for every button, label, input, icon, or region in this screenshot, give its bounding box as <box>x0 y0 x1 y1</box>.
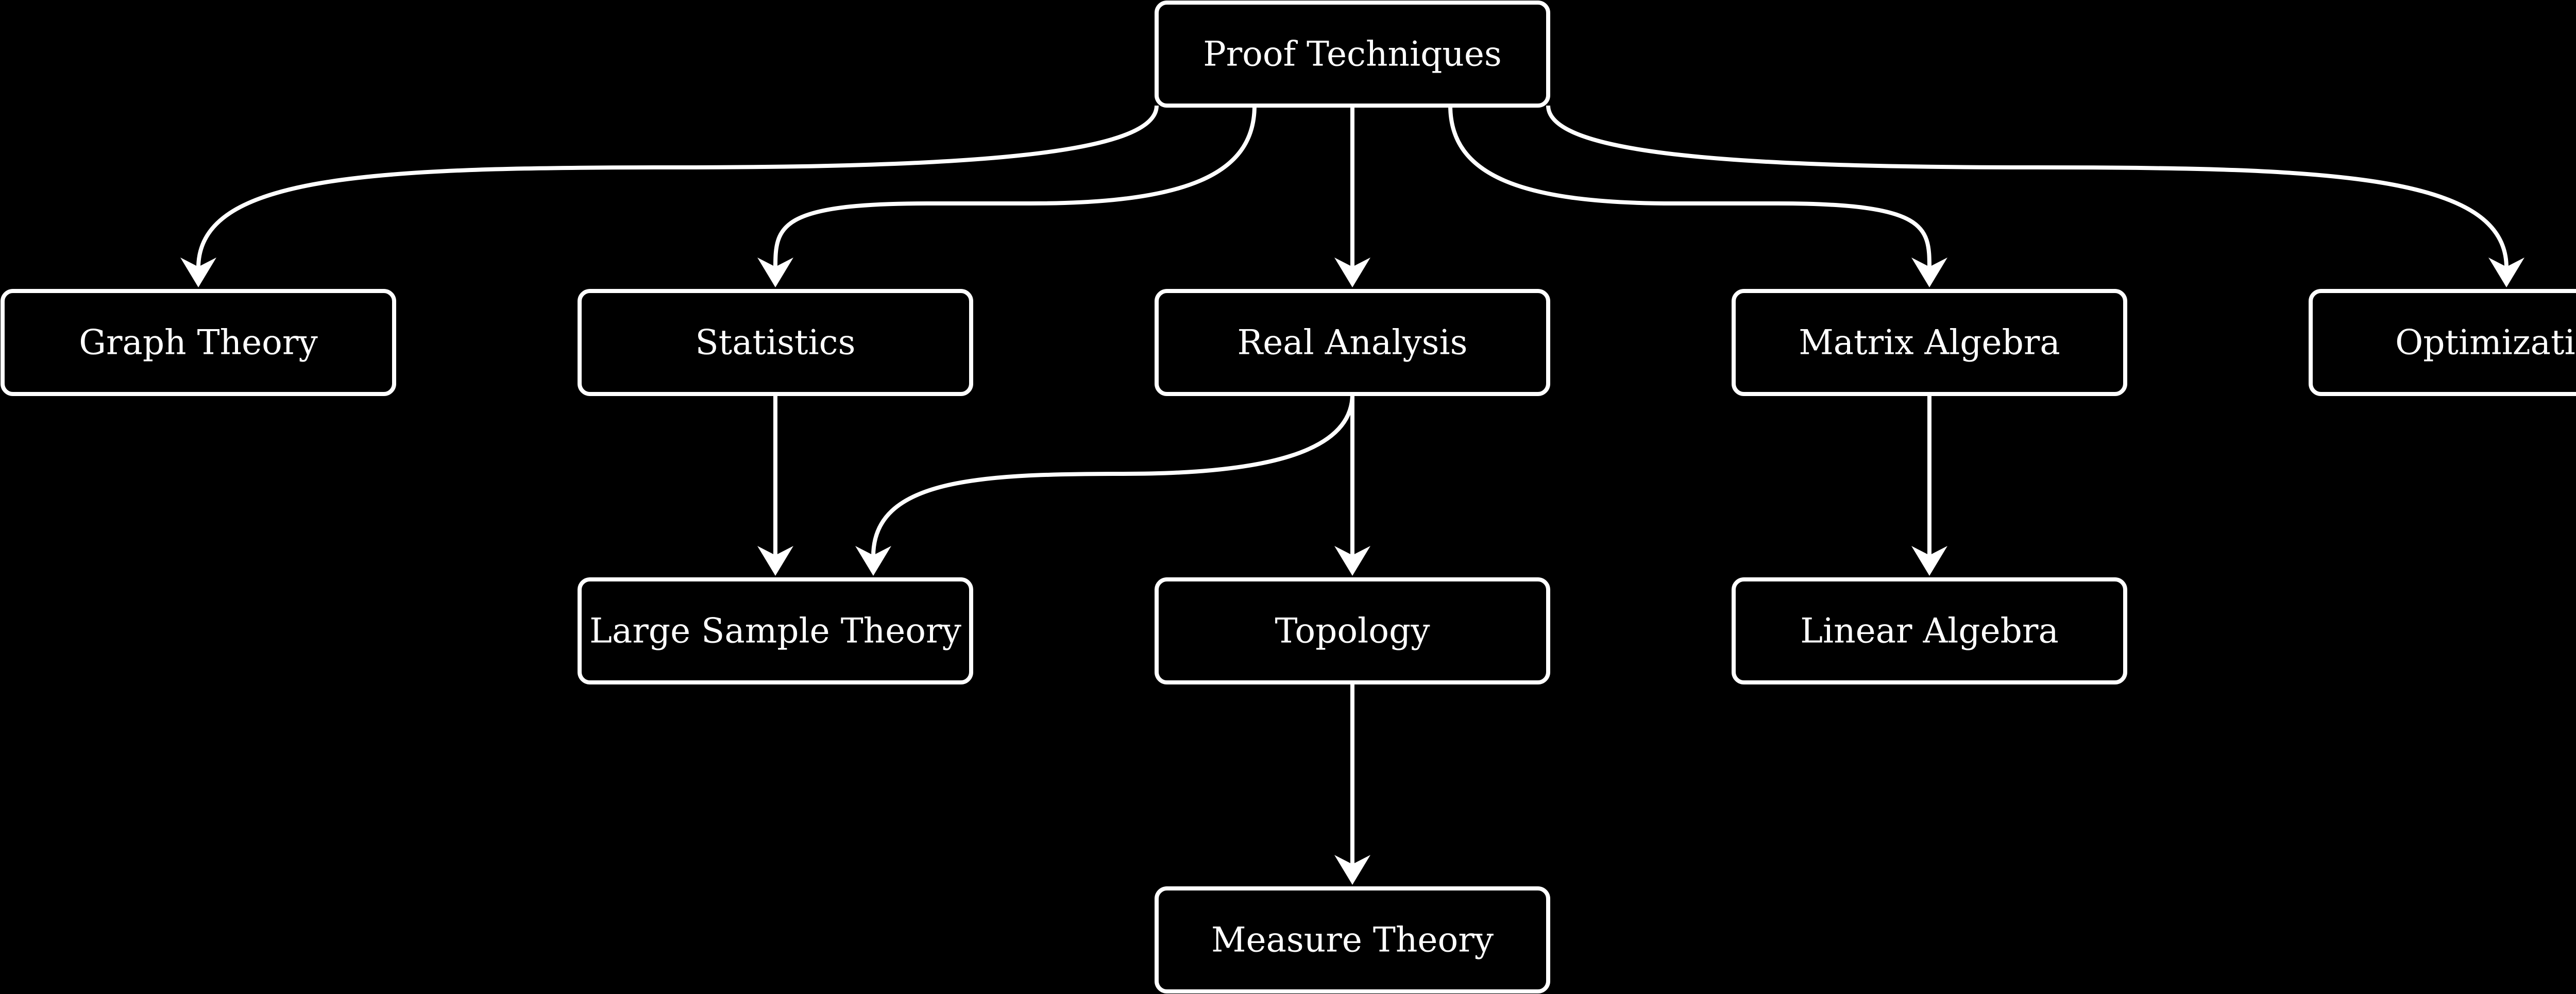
node-topology[interactable]: Topology <box>1155 577 1550 684</box>
node-measure-theory[interactable]: Measure Theory <box>1155 886 1550 993</box>
node-statistics[interactable]: Statistics <box>578 289 973 396</box>
node-linear-algebra[interactable]: Linear Algebra <box>1732 577 2127 684</box>
node-label: Topology <box>1275 611 1431 651</box>
edge-proof-techniques-to-optimization <box>1546 105 2524 287</box>
node-label: Real Analysis <box>1238 323 1468 363</box>
node-matrix-algebra[interactable]: Matrix Algebra <box>1732 289 2127 396</box>
node-large-sample-theory[interactable]: Large Sample Theory <box>578 577 973 684</box>
edge-statistics-to-large-sample-theory <box>757 394 793 576</box>
node-label: Linear Algebra <box>1800 611 2059 651</box>
node-proof-techniques[interactable]: Proof Techniques <box>1155 1 1550 108</box>
node-label: Large Sample Theory <box>589 611 961 651</box>
node-label: Measure Theory <box>1211 920 1494 960</box>
edges <box>180 105 2524 885</box>
edge-topology-to-measure-theory <box>1334 682 1370 885</box>
node-label: Matrix Algebra <box>1799 323 2060 363</box>
node-optimization[interactable]: Optimization <box>2309 289 2576 396</box>
edge-proof-techniques-to-matrix-algebra <box>1448 105 1947 287</box>
node-label: Proof Techniques <box>1203 35 1502 74</box>
node-label: Statistics <box>695 323 855 363</box>
node-label: Optimization <box>2395 323 2576 363</box>
edge-real-analysis-to-large-sample-theory <box>855 393 1354 576</box>
edge-matrix-algebra-to-linear-algebra <box>1911 394 1947 576</box>
edge-proof-techniques-to-statistics <box>757 105 1257 287</box>
edge-real-analysis-to-topology <box>1334 394 1370 576</box>
edge-proof-techniques-to-real-analysis <box>1334 106 1370 287</box>
node-label: Graph Theory <box>79 323 318 363</box>
node-graph-theory[interactable]: Graph Theory <box>1 289 396 396</box>
node-real-analysis[interactable]: Real Analysis <box>1155 289 1550 396</box>
edge-proof-techniques-to-graph-theory <box>180 105 1159 287</box>
